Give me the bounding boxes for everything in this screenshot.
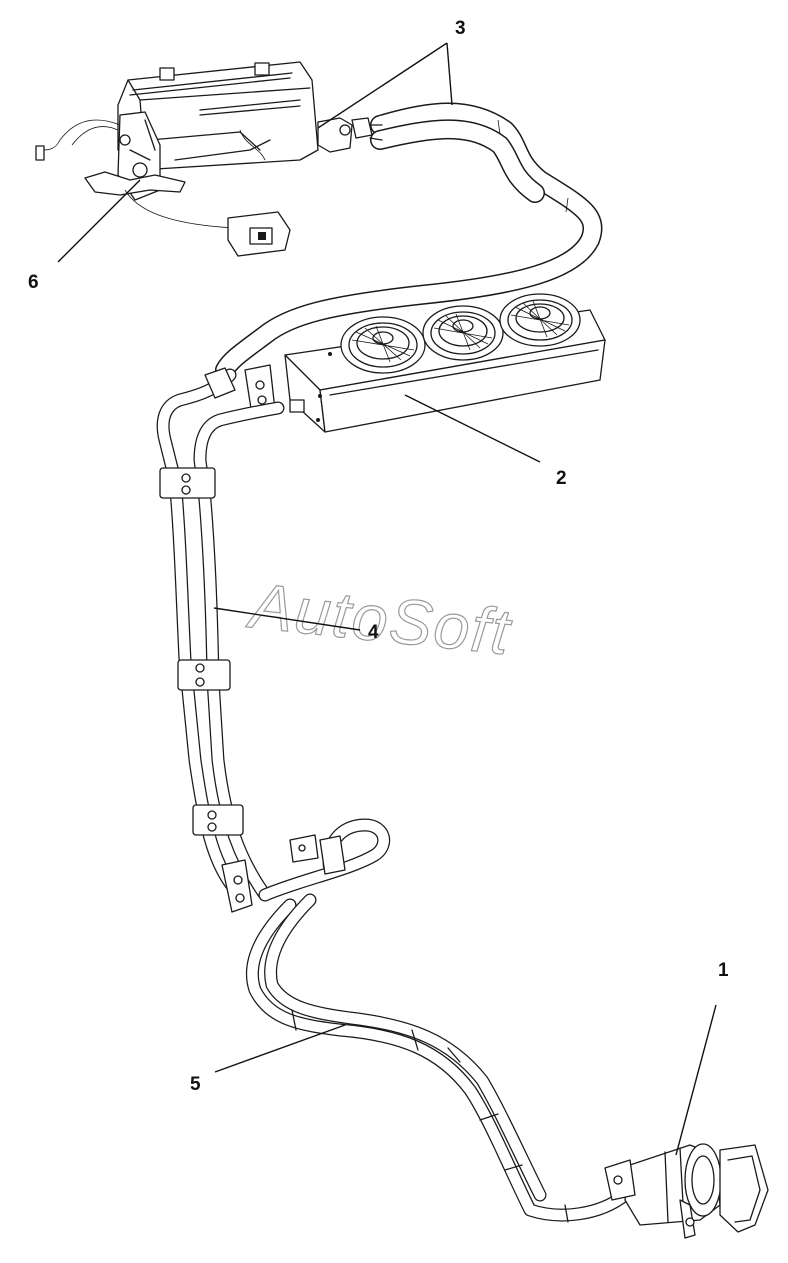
callout-2: 2 — [404, 394, 567, 489]
callout-6: 6 — [28, 179, 141, 293]
callout-3: 3 — [317, 18, 466, 129]
callout-label-1: 1 — [718, 960, 729, 981]
callout-1: 1 — [675, 960, 729, 1156]
callout-4: 4 — [213, 607, 379, 643]
callout-label-6: 6 — [28, 272, 39, 293]
callout-5: 5 — [190, 1024, 346, 1095]
lower-hose-assembly — [245, 818, 632, 1223]
condenser-fan-2 — [422, 305, 504, 361]
upper-hose-assembly — [215, 102, 603, 380]
vertical-hose-assembly — [156, 367, 285, 913]
callout-label-4: 4 — [368, 622, 379, 643]
evaporator-unit — [35, 61, 383, 257]
callout-label-3: 3 — [455, 18, 466, 39]
condenser-fan-1 — [340, 316, 426, 374]
callout-label-5: 5 — [190, 1074, 201, 1095]
compressor — [604, 1143, 769, 1239]
condenser-fan-3 — [499, 293, 581, 347]
condenser-unit — [244, 293, 606, 433]
callout-label-2: 2 — [556, 468, 567, 489]
